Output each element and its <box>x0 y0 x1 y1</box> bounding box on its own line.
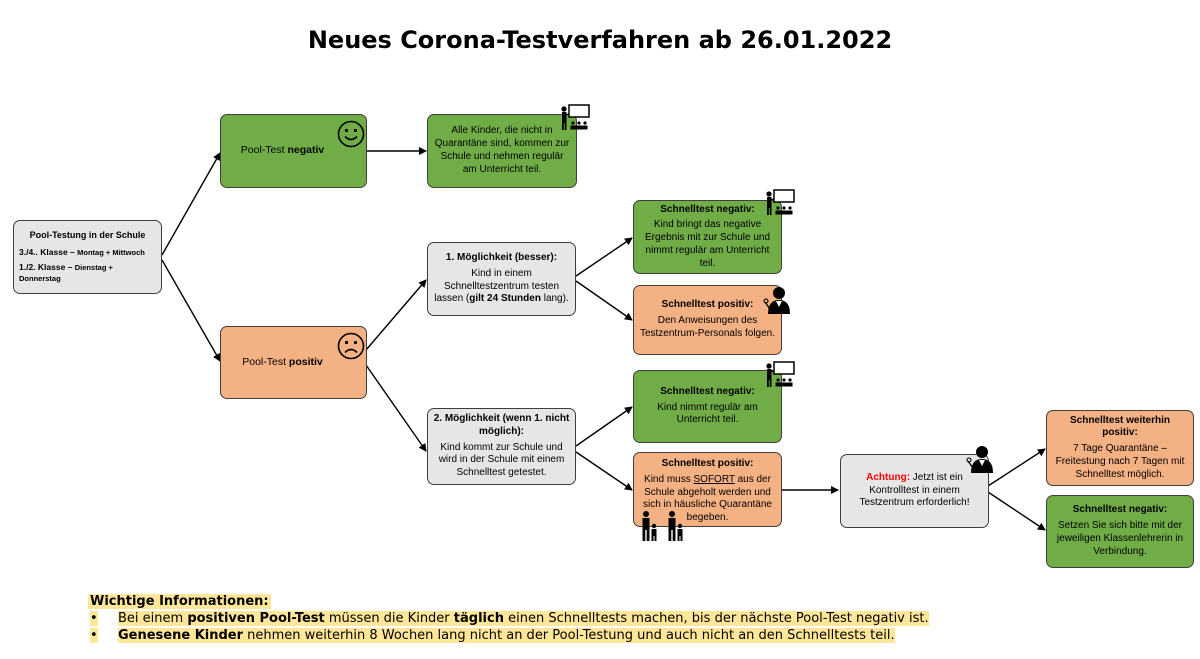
option1-rapid-test-negative-box: Schnelltest negativ: Kind bringt das neg… <box>633 200 782 274</box>
still-positive-text: 7 Tage Quarantäne – Freitestung nach 7 T… <box>1055 443 1185 480</box>
info-bullet-1: • Bei einem positiven Pool-Test müssen d… <box>90 611 929 626</box>
arrow-option1-to-positive <box>575 280 633 321</box>
all-children-text: Alle Kinder, die nicht in Quarantäne sin… <box>434 125 570 175</box>
option1-positive-heading: Schnelltest positiv: <box>661 299 754 311</box>
important-info-section: Wichtige Informationen: • Bei einem posi… <box>88 594 929 643</box>
pool-test-positive-label: Pool-Test positiv <box>242 355 323 368</box>
arrow-positive-to-option2 <box>365 364 427 452</box>
option1-negative-text: Kind bringt das negative Ergebnis mit zu… <box>644 219 771 269</box>
final-negative-text: Setzen Sie sich bitte mit der jeweiligen… <box>1056 520 1184 557</box>
teacher-classroom-icon <box>766 361 795 387</box>
all-children-attend-box: Alle Kinder, die nicht in Quarantäne sin… <box>427 114 577 188</box>
doctor-icon <box>966 446 993 473</box>
start-title: Pool-Testung in der Schule <box>29 230 146 241</box>
attention-control-test-box: Achtung: Jetzt ist ein Kontrolltest in e… <box>840 454 989 528</box>
final-negative-box: Schnelltest negativ: Setzen Sie sich bit… <box>1046 495 1194 568</box>
start-row2-days: Dienstag + Donnerstag <box>19 262 113 283</box>
smiley-happy-icon <box>337 120 365 148</box>
option2-rapid-test-negative-box: Schnelltest negativ: Kind nimmt regulär … <box>633 370 782 443</box>
option1-text: Kind in einem Schnelltestzentrum testen … <box>434 267 569 305</box>
still-positive-box: Schnelltest weiterhin positiv: 7 Tage Qu… <box>1046 410 1194 486</box>
option2-positive-heading: Schnelltest positiv: <box>661 458 754 469</box>
start-row1-days: Montag + Mittwoch <box>77 247 145 257</box>
page-title: Neues Corona-Testverfahren ab 26.01.2022 <box>307 26 893 54</box>
pool-test-negative-box: Pool-Test negativ <box>220 114 367 188</box>
teacher-classroom-icon <box>561 104 590 130</box>
option1-rapid-test-positive-box: Schnelltest positiv: Den Anweisungen des… <box>633 285 782 355</box>
option2-negative-heading: Schnelltest negativ: <box>660 385 755 397</box>
option1-negative-heading: Schnelltest negativ: <box>660 203 755 215</box>
arrow-attention-to-still-positive <box>987 448 1046 487</box>
parent-child-icon <box>642 511 683 541</box>
option2-rapid-test-positive-box: Schnelltest positiv: Kind muss SOFORT au… <box>633 452 782 527</box>
doctor-icon <box>763 287 790 314</box>
option1-heading: 1. Möglichkeit (besser): <box>445 251 558 263</box>
option1-box: 1. Möglichkeit (besser): Kind in einem S… <box>427 242 576 316</box>
arrow-start-to-positive <box>161 259 221 362</box>
arrow-positive-to-option1 <box>365 279 427 351</box>
option2-heading: 2. Möglichkeit (wenn 1. nicht möglich): <box>433 413 570 437</box>
start-schedule: 3./4.. Klasse – Montag + Mittwoch 1./2. … <box>19 247 156 284</box>
option2-positive-text: Kind muss SOFORT aus der Schule abgeholt… <box>643 473 772 524</box>
pool-test-negative-label: Pool-Test negativ <box>240 144 325 157</box>
pool-testing-start-box: Pool-Testung in der Schule 3./4.. Klasse… <box>13 220 162 294</box>
attention-text: Achtung: Jetzt ist ein Kontrolltest in e… <box>859 471 970 509</box>
still-positive-heading: Schnelltest weiterhin positiv: <box>1069 414 1171 439</box>
start-row2-class: 1./2. Klasse – <box>19 261 75 272</box>
bullet-marker: • <box>90 628 98 643</box>
teacher-classroom-icon <box>766 189 795 215</box>
smiley-sad-icon <box>337 332 365 360</box>
arrow-option2-to-positive <box>575 451 633 491</box>
arrow-start-to-negative <box>161 152 221 256</box>
bullet-marker: • <box>90 611 98 626</box>
final-negative-heading: Schnelltest negativ: <box>1072 504 1168 516</box>
option2-box: 2. Möglichkeit (wenn 1. nicht möglich): … <box>427 408 576 485</box>
start-row1-class: 3./4.. Klasse – <box>19 246 78 257</box>
option1-positive-text: Den Anweisungen des Testzentrum-Personal… <box>639 315 776 339</box>
arrow-option2-to-negative <box>575 406 633 447</box>
info-title: Wichtige Informationen: <box>88 594 271 609</box>
info-bullet-2: • Genesene Kinder nehmen weiterhin 8 Woc… <box>90 628 895 643</box>
option2-negative-text: Kind nimmt regulär am Unterricht teil. <box>657 401 758 426</box>
pool-test-positive-box: Pool-Test positiv <box>220 326 367 399</box>
option2-text: Kind kommt zur Schule und wird in der Sc… <box>438 441 565 479</box>
arrow-option1-to-negative <box>575 237 633 277</box>
arrow-attention-to-final-negative <box>987 491 1046 531</box>
